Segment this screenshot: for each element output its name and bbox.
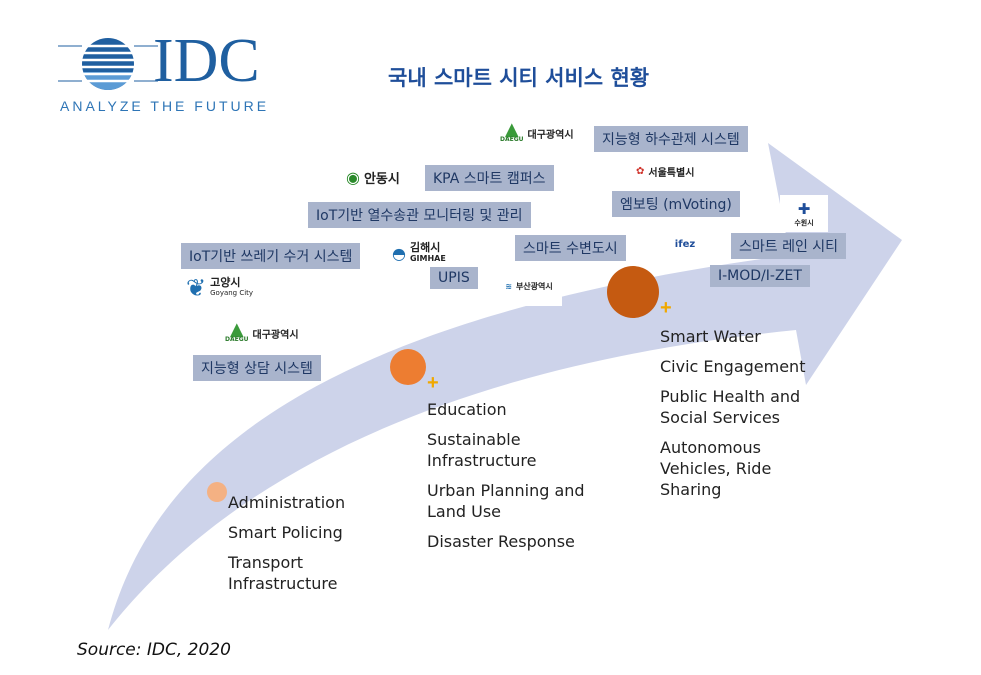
seoul-emblem-icon: ✿ — [636, 166, 645, 177]
city-name-en: Goyang City — [210, 289, 254, 297]
andong-logo: ◉안동시 — [346, 168, 400, 187]
service-tag: 지능형 하수관제 시스템 — [594, 126, 748, 152]
city-name: 부산광역시 — [515, 281, 553, 291]
list-item: Public Health and Social Services — [660, 387, 801, 427]
service-tag: 스마트 수변도시 — [515, 235, 626, 261]
service-tag: I-MOD/I-ZET — [710, 265, 810, 287]
service-tag: IoT기반 쓰레기 수거 시스템 — [181, 243, 361, 269]
city-name: 고양시 — [210, 276, 241, 289]
list-item: Transport Infrastructure — [228, 553, 338, 593]
city-name-en: DAEGU — [225, 336, 249, 343]
service-tag: 지능형 상담 시스템 — [193, 355, 321, 381]
stage-1-list: Administration Smart Policing Transport … — [228, 492, 388, 603]
city-name: 안동시 — [363, 172, 400, 187]
ifez-logo: ifez — [650, 230, 720, 258]
stage-2-list: Education Sustainable Infrastructure Urb… — [427, 399, 602, 561]
list-item: Disaster Response — [427, 532, 575, 551]
service-tag: 스마트 레인 시티 — [731, 233, 847, 259]
list-item: Education — [427, 400, 507, 419]
plus-icon: + — [660, 297, 672, 319]
stage-3-list: Smart Water Civic Engagement Public Heal… — [660, 326, 810, 509]
service-tag: IoT기반 열수송관 모니터링 및 관리 — [308, 202, 531, 228]
list-item: Smart Policing — [228, 523, 343, 542]
stage-2-dot — [390, 349, 426, 385]
daegu-mountain-mark: ▲DAEGU — [500, 119, 524, 144]
andong-emblem-icon: ◉ — [346, 168, 360, 187]
list-item: Sustainable Infrastructure — [427, 430, 537, 470]
list-item: Civic Engagement — [660, 357, 806, 376]
suwon-emblem-icon: ✚ — [797, 199, 811, 218]
list-item: Administration — [228, 493, 346, 512]
city-name: 수원시 — [794, 218, 814, 227]
city-name: 대구광역시 — [527, 130, 574, 141]
goyang-emblem-icon: ❦ — [186, 274, 207, 302]
city-name: 서울특별시 — [648, 168, 695, 179]
source-note: Source: IDC, 2020 — [77, 640, 231, 660]
page-title: 국내 스마트 시티 서비스 현황 — [388, 66, 650, 90]
city-name: ifez — [674, 238, 696, 250]
idc-logo-text: IDC — [153, 27, 260, 95]
mountain-icon: ▲ — [504, 119, 519, 140]
stage-3-dot — [607, 266, 659, 318]
gimhae-emblem-icon: ◓ — [392, 243, 406, 263]
idc-logo: IDC ANALYZE THE FUTURE — [58, 30, 273, 118]
list-item: Autonomous Vehicles, Ride Sharing — [660, 438, 772, 499]
daegu-mountain-mark: ▲DAEGU — [225, 319, 249, 344]
idc-tagline: ANALYZE THE FUTURE — [60, 98, 270, 114]
service-tag: UPIS — [430, 267, 478, 289]
busan-logo: ≋부산광역시 — [496, 266, 562, 306]
service-tag: KPA 스마트 캠퍼스 — [425, 165, 554, 191]
plus-icon: + — [427, 372, 439, 394]
suwon-logo: ✚수원시 — [780, 195, 828, 232]
stage-1-dot — [207, 482, 227, 502]
city-name-en: GIMHAE — [409, 254, 446, 263]
city-name: 김해시 — [409, 241, 441, 254]
seoul-logo: ✿서울특별시 — [636, 164, 694, 179]
city-name: 대구광역시 — [252, 330, 299, 341]
service-tag: 엠보팅 (mVoting) — [612, 191, 740, 217]
busan-emblem-icon: ≋ — [505, 281, 512, 291]
list-item: Urban Planning and Land Use — [427, 481, 585, 521]
city-name-en: DAEGU — [500, 136, 524, 143]
mountain-icon: ▲ — [229, 319, 244, 340]
list-item: Smart Water — [660, 327, 761, 346]
idc-globe-icon — [58, 38, 158, 90]
